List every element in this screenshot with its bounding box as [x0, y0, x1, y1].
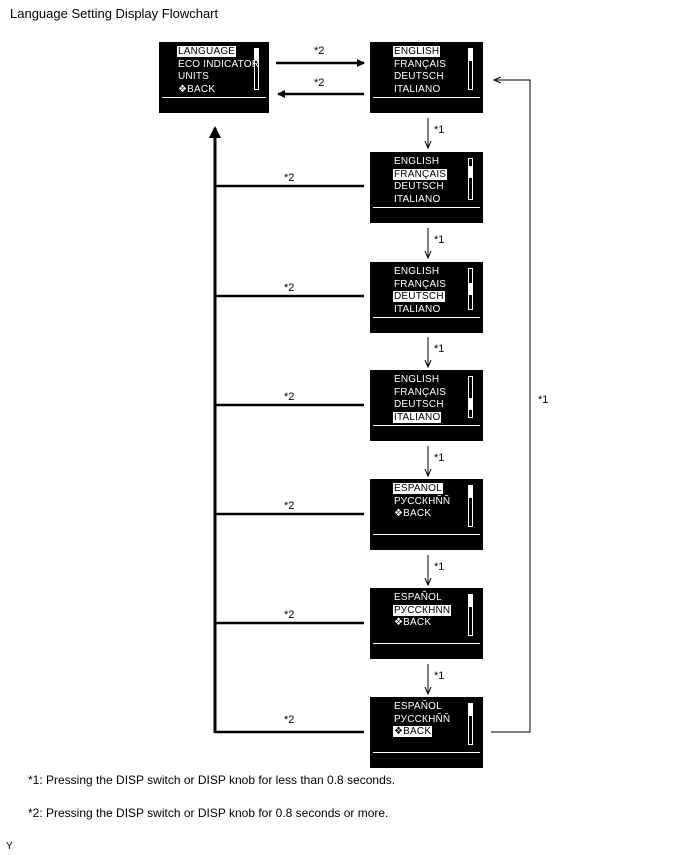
label-long-press-return: *2	[314, 77, 325, 89]
screen-divider	[373, 97, 480, 98]
language-option: ESPAÑOL	[394, 701, 442, 712]
language-option: FRANÇAIS	[393, 168, 448, 180]
footer-code: Y	[6, 841, 13, 852]
label-short-press-5: *1	[434, 561, 445, 573]
scroll-indicator	[254, 48, 259, 90]
main-menu-screen: LANGUAGE ECO INDICATOR UNITS ❖BACK	[159, 42, 269, 113]
label-long-press-3: *2	[284, 282, 295, 294]
language-option: ENGLISH	[394, 374, 440, 385]
screen-divider	[373, 534, 480, 535]
label-long-press-5: *2	[284, 500, 295, 512]
language-option: FRANÇAIS	[394, 58, 447, 70]
language-option: DEUTSCH	[393, 291, 445, 302]
language-option: DEUTSCH	[394, 181, 444, 192]
menu-item-eco-indicator: ECO INDICATOR	[178, 58, 260, 70]
footnote-2: *2: Pressing the DISP switch or DISP kno…	[28, 806, 389, 820]
scroll-indicator	[468, 703, 473, 745]
scroll-indicator	[468, 268, 473, 310]
language-option: DEUTSCH	[394, 71, 444, 82]
screen-divider	[162, 97, 266, 98]
language-option: ITALIANO	[394, 303, 441, 315]
language-option: ITALIANO	[394, 83, 441, 95]
screen-divider	[373, 643, 480, 644]
language-option: ENGLISH	[394, 156, 440, 167]
menu-item-language: LANGUAGE	[177, 46, 237, 57]
label-short-press-3: *1	[434, 343, 445, 355]
loop-back-line	[491, 80, 531, 733]
label-long-press-top: *2	[314, 45, 325, 57]
diagram-title: Language Setting Display Flowchart	[10, 6, 219, 21]
language-option: РУССКНÑÑ	[394, 713, 451, 725]
screen-divider	[373, 317, 480, 318]
language-option: FRANÇAIS	[394, 386, 447, 398]
screen-divider	[373, 752, 480, 753]
label-long-press-4: *2	[284, 391, 295, 403]
language-option: FRANÇAIS	[394, 278, 447, 290]
language-option: ESPAÑOL	[394, 592, 442, 603]
scroll-indicator	[468, 158, 473, 200]
label-long-press-6: *2	[284, 609, 295, 621]
scroll-indicator	[468, 376, 473, 418]
label-short-press-4: *1	[434, 452, 445, 464]
language-option: ENGLISH	[393, 46, 441, 57]
menu-item-back: ❖BACK	[178, 83, 216, 95]
language-option: ITALIANO	[393, 411, 442, 423]
scroll-indicator	[468, 485, 473, 527]
menu-item-units: UNITS	[178, 71, 209, 82]
scroll-indicator	[468, 594, 473, 636]
label-short-press-loop: *1	[538, 394, 549, 406]
screen-divider	[373, 207, 480, 208]
label-long-press-7: *2	[284, 714, 295, 726]
language-option: ESPAÑOL	[393, 483, 443, 494]
scroll-indicator	[468, 48, 473, 90]
label-short-press-6: *1	[434, 670, 445, 682]
screen-divider	[373, 425, 480, 426]
language-option: ❖BACK	[394, 508, 432, 519]
label-short-press-2: *1	[434, 234, 445, 246]
label-long-press-2: *2	[284, 172, 295, 184]
language-option: РУССКНÑÑ	[394, 495, 451, 507]
language-option: DEUTSCH	[394, 399, 444, 410]
language-option: ITALIANO	[394, 193, 441, 205]
language-option: ENGLISH	[394, 266, 440, 277]
label-short-press-1: *1	[434, 124, 445, 136]
footnote-1: *1: Pressing the DISP switch or DISP kno…	[28, 773, 396, 787]
language-option: РУССКНÑÑ	[393, 604, 452, 616]
language-option: ❖BACK	[393, 726, 433, 737]
language-option: ❖BACK	[394, 617, 432, 628]
